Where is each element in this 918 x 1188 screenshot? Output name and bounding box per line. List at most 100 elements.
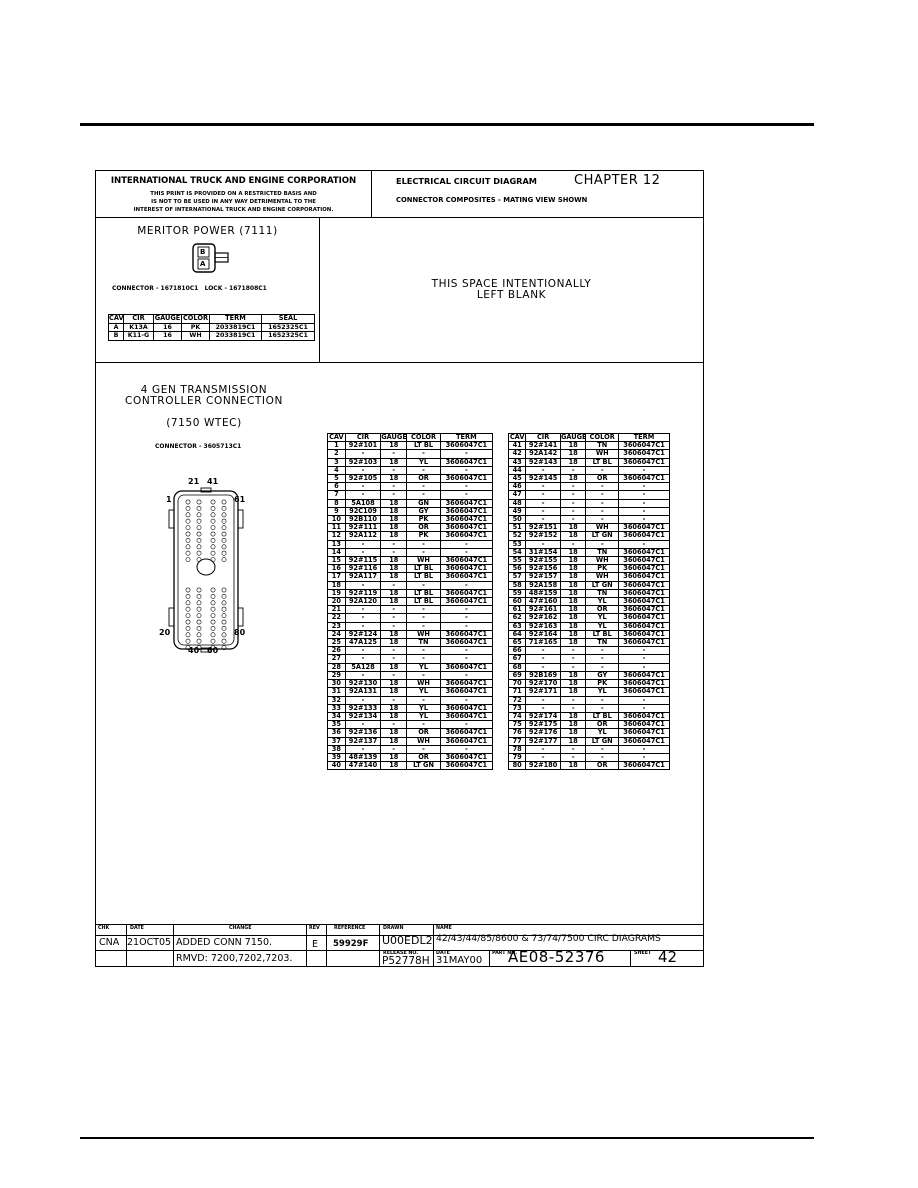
table-cell: WH — [181, 331, 210, 341]
table-cell: 3606047C1 — [439, 515, 494, 525]
cavity-pin — [196, 625, 202, 631]
cavity-pin — [185, 625, 191, 631]
table-cell: 18 — [559, 556, 587, 566]
cavity-row: 18---- — [327, 580, 494, 590]
table-cell: - — [618, 539, 670, 549]
table-cell: - — [618, 498, 670, 508]
table-cell: 3606047C1 — [618, 531, 670, 541]
table-cell: 59 — [507, 588, 527, 599]
table-cell: 92#136 — [344, 728, 382, 738]
column-header: TERM — [209, 314, 262, 324]
table-cell: - — [380, 621, 408, 631]
table-cell: 92#174 — [525, 711, 561, 722]
table-cell: 18 — [559, 711, 587, 722]
table-cell: 92#161 — [525, 605, 561, 615]
table-cell: - — [525, 752, 561, 763]
notice-line-1: THIS PRINT IS PROVIDED ON A RESTRICTED B… — [150, 191, 317, 197]
cavity-pin — [185, 600, 191, 606]
table-cell: PK — [585, 564, 620, 574]
table-cell: 22 — [327, 613, 346, 623]
cavity-row: 72---- — [507, 695, 670, 705]
table-cell: 40 — [327, 761, 346, 771]
cavity-pin — [185, 550, 191, 556]
table-cell: - — [344, 482, 382, 492]
table-cell: - — [439, 580, 494, 590]
table-cell: - — [344, 465, 382, 476]
table-cell: 18 — [559, 580, 587, 590]
table-cell: 80 — [507, 761, 527, 771]
table-cell: 92#177 — [525, 736, 561, 746]
table-cell: 62 — [507, 613, 527, 623]
cavity-pin — [210, 518, 216, 524]
table-cell: 3606047C1 — [618, 605, 670, 615]
table-cell: YL — [406, 457, 441, 467]
table-cell: 15 — [327, 556, 346, 566]
table-cell: 71#165 — [525, 638, 561, 648]
table-cell: 7 — [327, 490, 346, 500]
table-cell: 18 — [380, 523, 408, 533]
cavity-pin — [185, 506, 191, 511]
table-cell: B — [108, 331, 124, 341]
cavity-row: 26---- — [327, 646, 494, 656]
table-cell: 3606047C1 — [618, 547, 670, 558]
cavity-pin — [185, 606, 191, 612]
table-cell: - — [525, 695, 561, 705]
table-cell: 92#103 — [344, 457, 382, 467]
table-cell: 9 — [327, 506, 346, 517]
table-cell: - — [406, 720, 441, 730]
chk-value: CNA — [99, 937, 120, 948]
table-cell: PK — [181, 322, 210, 333]
cavity-row: 29---- — [327, 670, 494, 681]
cavity-pin — [221, 625, 227, 631]
cavity-pin — [210, 632, 216, 638]
table-cell: 21 — [327, 605, 346, 615]
table-cell: - — [525, 703, 561, 713]
cavity-pin — [196, 499, 202, 505]
table-cell: 92#176 — [525, 728, 561, 738]
table-cell: - — [406, 695, 441, 705]
table-cell: 3606047C1 — [439, 523, 494, 533]
table-cell: 18 — [380, 531, 408, 541]
cavity-pin — [221, 613, 227, 618]
table-cell: 65 — [507, 638, 527, 648]
table-cell: 5A128 — [344, 662, 382, 672]
table-cell: 18 — [380, 515, 408, 525]
table-cell: 18 — [559, 597, 587, 607]
table-cell: 37 — [327, 736, 346, 746]
table-cell: 92#175 — [525, 720, 561, 730]
meritor-connector-icon — [192, 243, 229, 273]
table-cell: - — [380, 613, 408, 623]
table-cell: - — [439, 720, 494, 730]
table-cell: 25 — [327, 638, 346, 648]
table-cell: 3606047C1 — [439, 662, 494, 672]
table-cell: WH — [406, 736, 441, 746]
table-cell: 1 — [327, 441, 346, 451]
table-cell: - — [406, 744, 441, 754]
cavity-pin — [221, 638, 227, 644]
cavity-pin — [210, 613, 216, 618]
table-cell: 18 — [559, 588, 587, 599]
table-cell: 2 — [327, 449, 346, 459]
cavity-pin — [221, 518, 227, 524]
table-cell: - — [406, 482, 441, 492]
table-cell: - — [618, 515, 670, 525]
cavity-pin — [221, 544, 227, 550]
part-no-value: AE08-52376 — [508, 948, 605, 966]
table-cell: - — [559, 662, 587, 672]
column-header: GAUGE — [380, 432, 408, 443]
cavity-row: 7---- — [327, 490, 494, 500]
table-cell: 3606047C1 — [439, 638, 494, 648]
table-cell: - — [525, 506, 561, 517]
table-cell: OR — [406, 728, 441, 738]
